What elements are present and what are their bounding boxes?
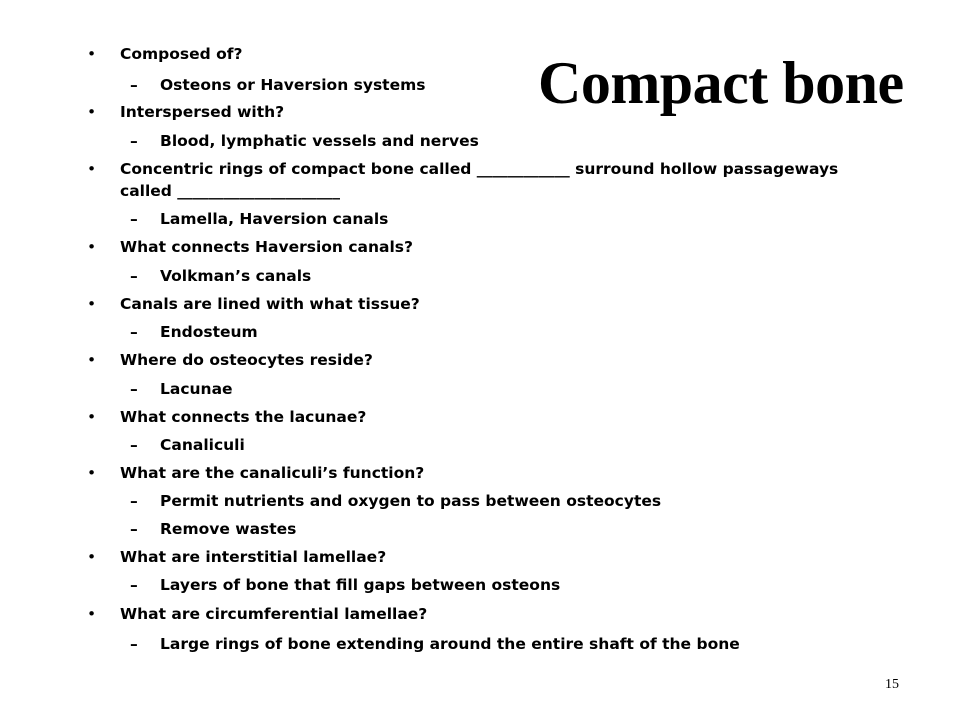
- sub-bullet-item: Volkman’s canals: [130, 265, 880, 287]
- bullet-item: Canals are lined with what tissue?: [87, 293, 860, 315]
- sub-bullet-item: Layers of bone that fill gaps between os…: [130, 574, 880, 596]
- bullet-item: What connects Haversion canals?: [87, 236, 860, 258]
- bullet-item: Where do osteocytes reside?: [87, 349, 860, 371]
- sub-bullet-item: Lamella, Haversion canals: [130, 208, 880, 230]
- bullet-item: Composed of?: [87, 43, 860, 65]
- sub-bullet-item: Remove wastes: [130, 518, 880, 540]
- bullet-item: What are the canaliculi’s function?: [87, 462, 860, 484]
- bullet-item: Concentric rings of compact bone called …: [87, 158, 860, 202]
- sub-bullet-item: Osteons or Haversion systems: [130, 74, 880, 96]
- sub-bullet-item: Large rings of bone extending around the…: [130, 633, 880, 655]
- bullet-item: What connects the lacunae?: [87, 406, 860, 428]
- page-number: 15: [885, 677, 899, 692]
- bullet-item: What are interstitial lamellae?: [87, 546, 860, 568]
- sub-bullet-item: Lacunae: [130, 378, 880, 400]
- sub-bullet-item: Permit nutrients and oxygen to pass betw…: [130, 490, 880, 512]
- sub-bullet-item: Endosteum: [130, 321, 880, 343]
- sub-bullet-item: Canaliculi: [130, 434, 880, 456]
- bullet-item: What are circumferential lamellae?: [87, 603, 860, 625]
- sub-bullet-item: Blood, lymphatic vessels and nerves: [130, 130, 880, 152]
- bullet-item: Interspersed with?: [87, 101, 860, 123]
